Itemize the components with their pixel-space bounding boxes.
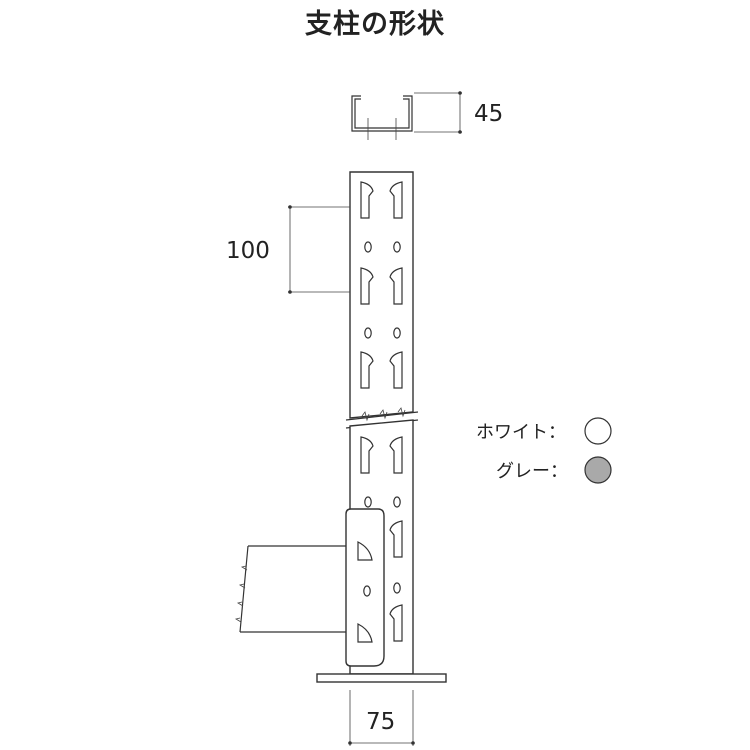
post-slot <box>389 267 403 305</box>
post-slot <box>360 267 374 305</box>
legend-label-gray: グレー： <box>496 461 568 482</box>
beam-bracket <box>345 508 385 667</box>
post-slot <box>360 436 374 474</box>
post-hole <box>393 496 401 508</box>
gray-swatch-icon <box>584 456 612 484</box>
width-label: 45 <box>474 101 503 127</box>
post-slot <box>389 520 403 558</box>
legend-item-gray: グレー： <box>496 456 612 484</box>
post-hole <box>393 241 401 253</box>
post-hole <box>393 327 401 339</box>
post-slot <box>389 604 403 642</box>
post-slot <box>389 181 403 219</box>
post-slot <box>360 181 374 219</box>
base-label: 75 <box>366 709 395 735</box>
base-dimension: 75 <box>348 690 415 746</box>
post-hole <box>364 496 372 508</box>
width-dimension: 45 <box>414 91 503 134</box>
pitch-dimension: 100 <box>226 205 350 294</box>
cross-section <box>351 95 413 140</box>
post-hole <box>364 241 372 253</box>
base-plate <box>316 673 447 683</box>
post-hole <box>364 327 372 339</box>
page-title: 支柱の形状 <box>305 9 445 40</box>
beam-stub <box>234 545 346 633</box>
color-legend: ホワイト： グレー： <box>476 417 612 484</box>
legend-item-white: ホワイト： <box>476 417 612 445</box>
post-slot <box>360 351 374 389</box>
post-upper <box>349 171 414 419</box>
post-slot <box>389 436 403 474</box>
pitch-label: 100 <box>226 238 270 264</box>
white-swatch-icon <box>584 417 612 445</box>
post-slot <box>389 351 403 389</box>
post-hole <box>393 582 401 594</box>
legend-label-white: ホワイト： <box>476 422 566 443</box>
